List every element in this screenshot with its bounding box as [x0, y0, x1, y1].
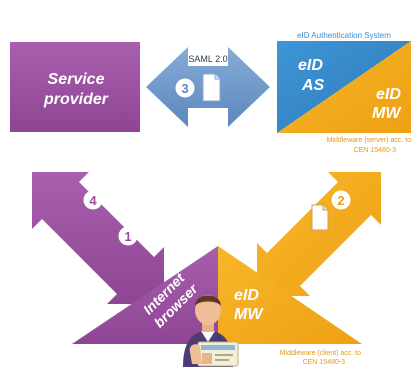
service-provider-label-2: provider	[43, 91, 109, 108]
eid-mw-client-label-2: MW	[234, 306, 264, 323]
document-icon	[311, 204, 329, 231]
eid-as-label-1: eID	[298, 57, 323, 74]
left-diagonal-arrow: 4 1	[32, 172, 164, 304]
eid-as-label-2: AS	[301, 77, 325, 94]
step-3-number: 3	[181, 81, 188, 96]
eid-mw-server-label-2: MW	[372, 105, 402, 122]
document-icon	[202, 73, 221, 102]
step-2-number: 2	[337, 193, 344, 208]
client-middleware-note-2: CEN 15480-3	[303, 359, 346, 366]
step-3-badge	[175, 78, 195, 98]
client-block: Internet browser eID MW Middleware (clie…	[72, 246, 362, 366]
eid-system-caption: eID Authentication System	[297, 31, 391, 40]
service-provider-label-1: Service	[48, 71, 105, 88]
eid-mw-server-block	[277, 41, 411, 133]
service-provider-box: Service provider	[10, 42, 140, 132]
saml-label: SAML 2.0	[188, 54, 227, 64]
id-card-icon	[189, 341, 239, 367]
server-middleware-note-1: Middleware (server) acc. to	[327, 137, 412, 144]
right-diagonal-arrow: 2	[257, 172, 381, 296]
eid-mw-client-block	[218, 246, 362, 344]
server-middleware-note-2: CEN 15480-3	[354, 147, 397, 154]
client-middleware-note-1: Middleware (client) acc. to	[280, 350, 361, 357]
step-1-number: 1	[124, 229, 131, 244]
step-2-badge	[331, 190, 351, 210]
step-4-badge	[83, 190, 103, 210]
step-1-badge	[118, 226, 138, 246]
saml-arrow: SAML 2.0 3	[146, 47, 270, 127]
eid-mw-client-label-1: eID	[234, 287, 259, 304]
step-4-number: 4	[89, 193, 97, 208]
internet-browser-block	[72, 246, 218, 344]
eid-authentication-system: eID Authentication System eID AS eID MW …	[277, 31, 411, 154]
eid-mw-server-label-1: eID	[376, 86, 401, 103]
